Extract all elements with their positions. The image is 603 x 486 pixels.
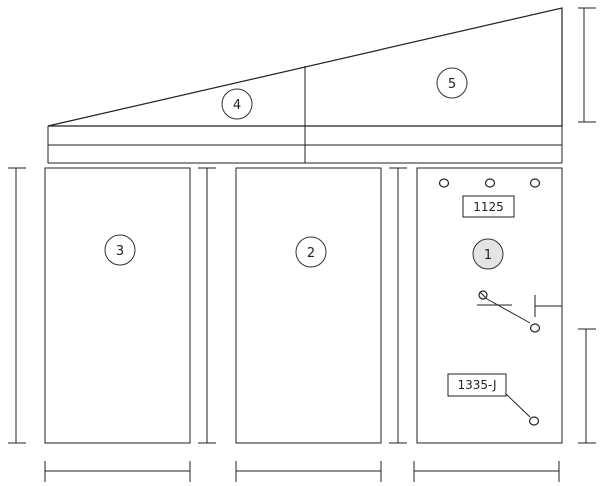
tag-1125-box (462, 195, 515, 218)
part-label-4-text: 4 (233, 98, 241, 113)
panel-2: 2 (235, 167, 382, 444)
door-handle (477, 290, 541, 333)
panel-1: 1125 1 1335-J (416, 167, 563, 444)
mounting-hole-right (529, 178, 541, 188)
panel-3-width-dimension (44, 461, 191, 482)
mounting-hole-left (438, 178, 450, 188)
canopy-height-dimension (578, 7, 596, 123)
panel-2-height-dimension (198, 167, 216, 444)
tag-1335j-leader (505, 393, 531, 418)
part-label-4: 4 (221, 88, 253, 120)
panel-1-lower-dimension (578, 328, 596, 444)
panel-1-height-dimension (389, 167, 407, 444)
panel-2-width-dimension (235, 461, 382, 482)
tag-1335j-box (447, 373, 507, 397)
part-label-2-text: 2 (307, 246, 315, 261)
mounting-hole-center (484, 178, 496, 188)
tag-1125-text: 1125 (473, 200, 504, 214)
canopy-dimension-band (47, 125, 563, 164)
part-label-5: 5 (436, 67, 468, 99)
panel-1-width-dimension (413, 461, 560, 482)
side-bracket (534, 295, 562, 317)
panel-3: 3 (44, 167, 191, 444)
part-label-3-text: 3 (116, 244, 124, 259)
canopy (47, 7, 563, 127)
tag-1335j-text: 1335-J (457, 378, 496, 392)
panel-3-height-dimension (8, 167, 26, 444)
part-label-5-text: 5 (448, 77, 456, 92)
lock-hole (528, 416, 540, 426)
part-label-1-text: 1 (484, 248, 492, 263)
